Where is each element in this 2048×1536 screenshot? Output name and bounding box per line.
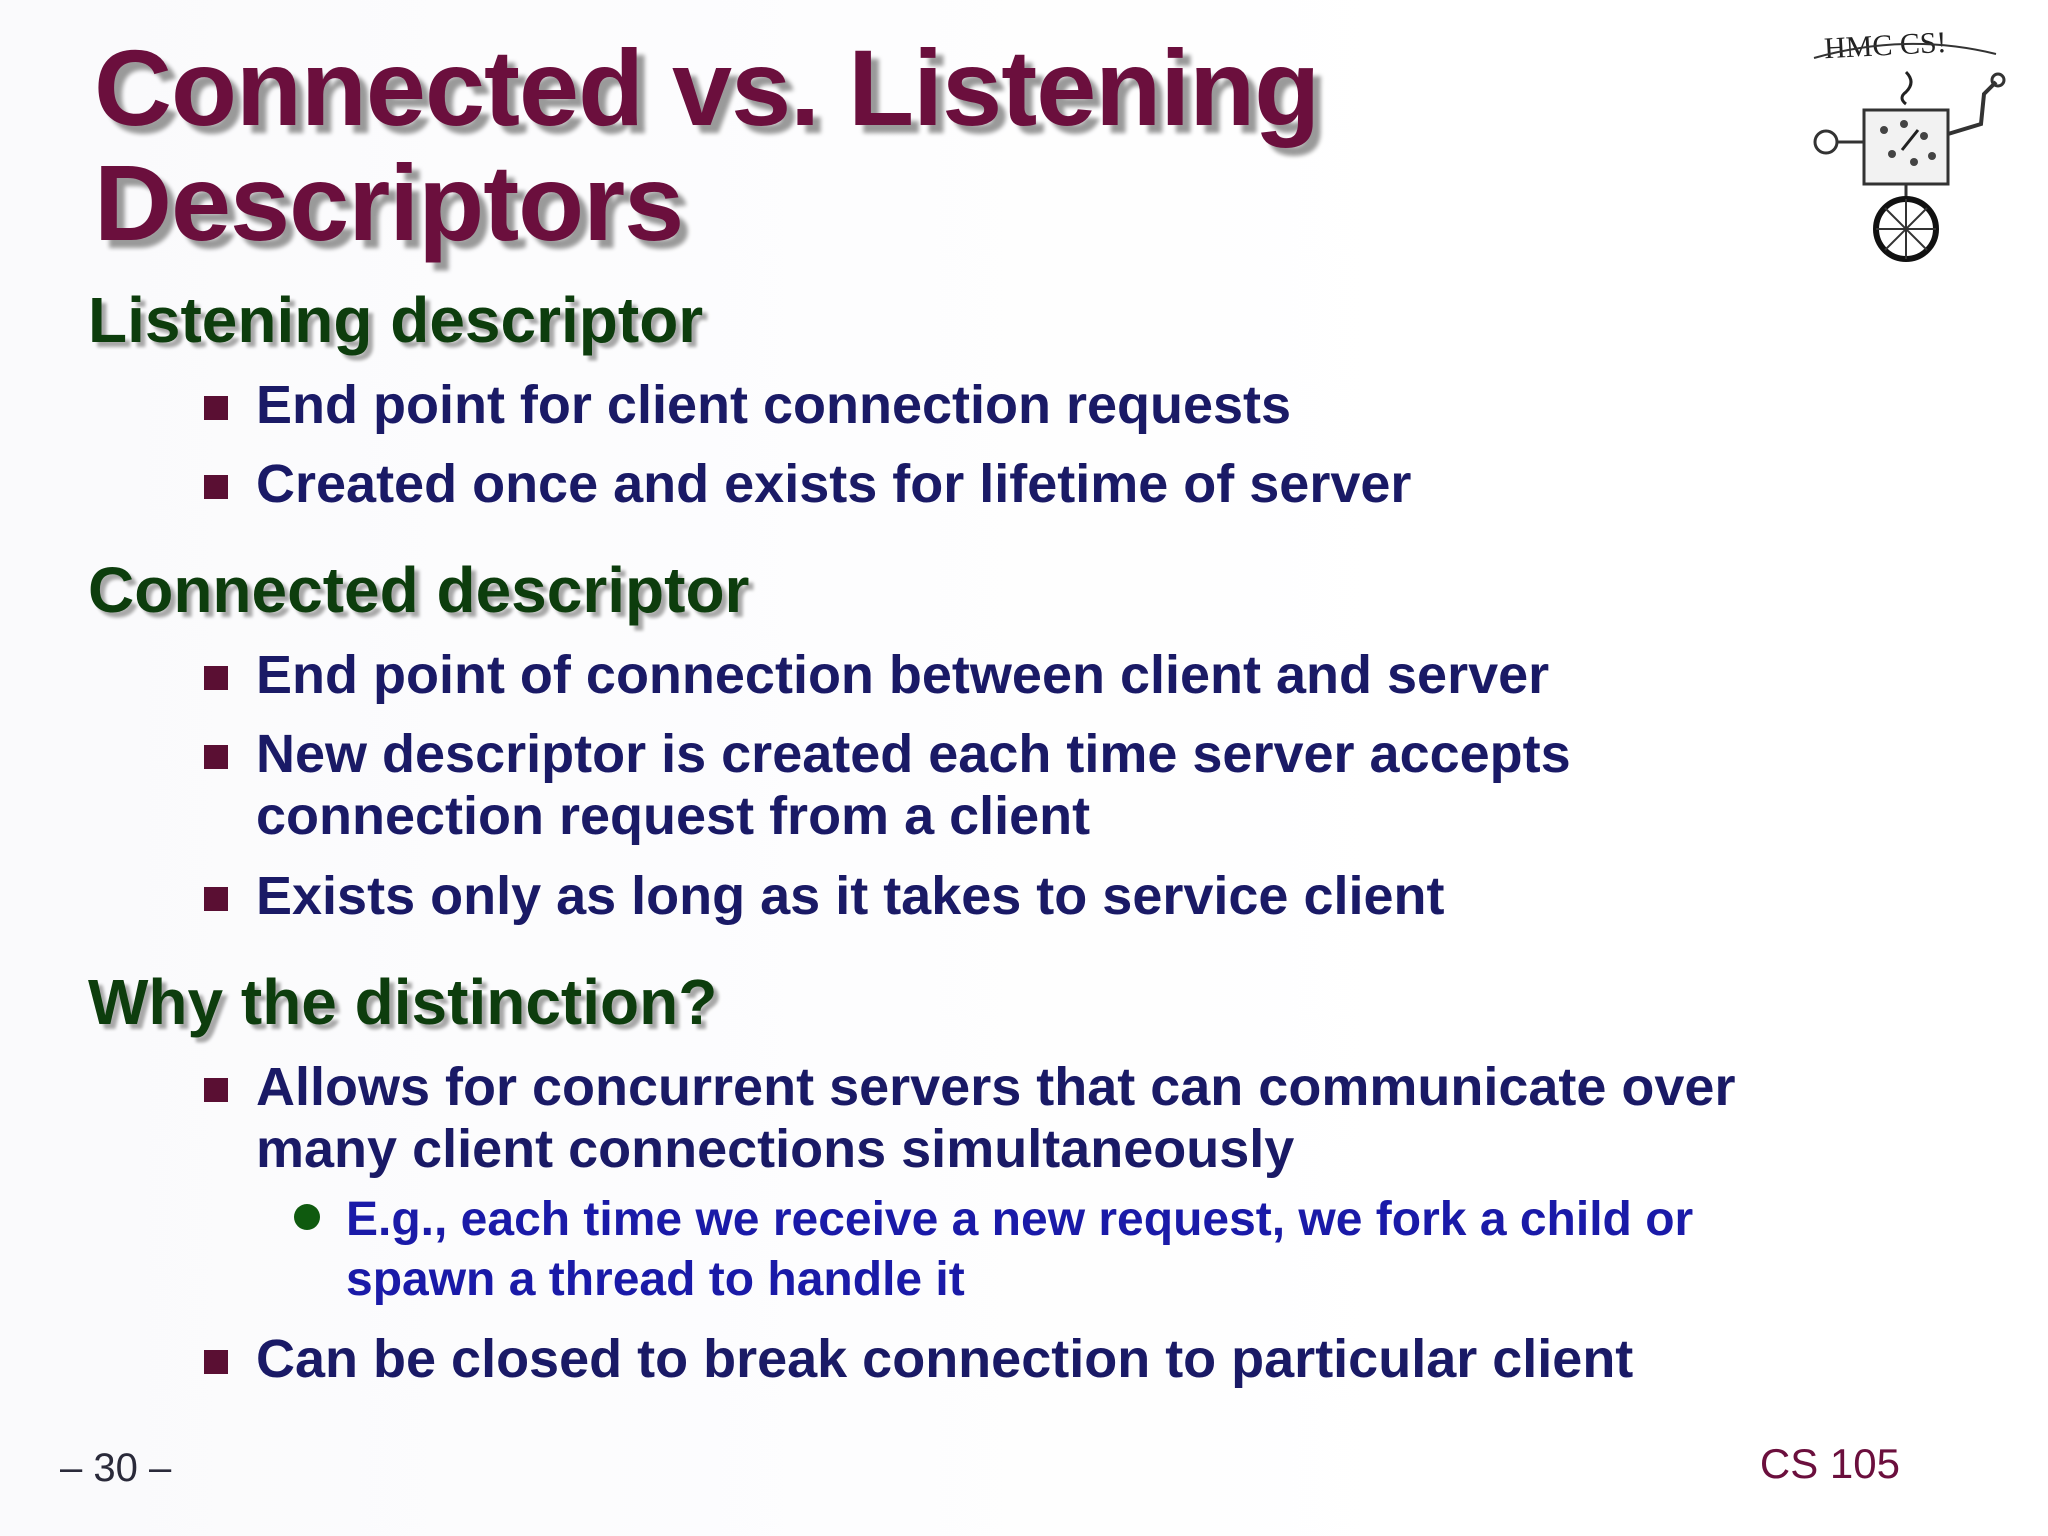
bullet-text-line-2: connection request from a client — [256, 786, 1091, 846]
section-heading-why: Why the distinction? — [88, 966, 718, 1038]
square-bullet-icon — [204, 745, 228, 769]
bullet-item: New descriptor is created each time serv… — [204, 723, 1571, 847]
bullet-text: End point of connection between client a… — [256, 645, 1550, 705]
bullet-text: End point for client connection requests — [256, 375, 1292, 435]
bullet-item: End point for client connection requests — [204, 374, 1292, 436]
section-heading-listening: Listening descriptor — [88, 284, 704, 356]
sub-bullet-text-line-1: E.g., each time we receive a new request… — [346, 1193, 1694, 1246]
square-bullet-icon — [204, 1078, 228, 1102]
sub-bullet-text-line-2: spawn a thread to handle it — [346, 1253, 965, 1306]
sub-bullet-item: E.g., each time we receive a new request… — [294, 1190, 1694, 1310]
bullet-item: End point of connection between client a… — [204, 644, 1550, 706]
bullet-text-line-1: New descriptor is created each time serv… — [256, 724, 1571, 784]
bullet-text: Can be closed to break connection to par… — [256, 1329, 1634, 1389]
slide-title: Connected vs. Listening Descriptors — [94, 30, 1694, 260]
square-bullet-icon — [204, 475, 228, 499]
round-bullet-icon — [294, 1204, 320, 1230]
bullet-text: Exists only as long as it takes to servi… — [256, 866, 1445, 926]
hmc-cs-robot-logo-icon: HMC CS! — [1813, 26, 2006, 262]
course-label: CS 105 — [1759, 1440, 1900, 1487]
bullet-text-line-2: many client connections simultaneously — [256, 1119, 1295, 1179]
square-bullet-icon — [204, 1350, 228, 1374]
bullet-text-line-1: Allows for concurrent servers that can c… — [256, 1057, 1736, 1117]
bullet-item: Created once and exists for lifetime of … — [204, 453, 1412, 515]
bullet-text: Created once and exists for lifetime of … — [256, 454, 1412, 514]
slide-title-line-2: Descriptors — [94, 142, 684, 263]
bullet-item: Can be closed to break connection to par… — [204, 1328, 1634, 1390]
square-bullet-icon — [204, 666, 228, 690]
slide-title-line-1: Connected vs. Listening — [94, 27, 1320, 148]
bullet-item: Exists only as long as it takes to servi… — [204, 865, 1445, 927]
page-number: – 30 – — [60, 1446, 172, 1490]
section-heading-connected: Connected descriptor — [88, 554, 750, 626]
bullet-item: Allows for concurrent servers that can c… — [204, 1056, 1736, 1180]
square-bullet-icon — [204, 887, 228, 911]
square-bullet-icon — [204, 396, 228, 420]
